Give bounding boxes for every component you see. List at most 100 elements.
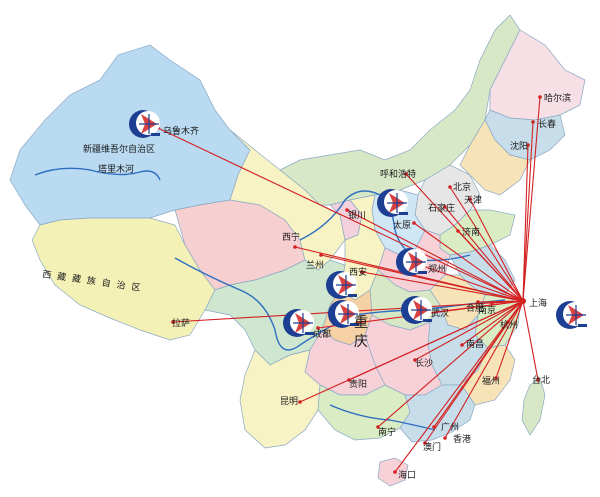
city-dot-shijiazhuang xyxy=(443,205,447,209)
label-jinan: 济南 xyxy=(462,226,480,238)
city-dot-guiyang xyxy=(347,378,351,382)
label-tianjin: 天津 xyxy=(464,195,482,206)
route-hongkong xyxy=(444,300,524,439)
label-harbin: 哈尔滨 xyxy=(544,92,571,104)
route-shenyang xyxy=(522,144,529,302)
city-dot-chengdu xyxy=(316,326,320,330)
label-fuzhou: 福州 xyxy=(482,375,500,387)
label-tarim-river: 塔里木河 xyxy=(98,163,134,175)
route-nanchang xyxy=(461,300,524,346)
city-dot-lhasa xyxy=(171,320,175,324)
label-changsha: 长沙 xyxy=(415,357,433,369)
label-zhengzhou: 郑州 xyxy=(428,263,446,275)
province-areas xyxy=(9,14,586,487)
route-taiyuan xyxy=(413,222,524,302)
city-dot-kunming xyxy=(298,400,302,404)
route-shijiazhuang xyxy=(444,206,524,302)
label-shenyang: 沈阳 xyxy=(510,140,528,152)
route-beijing xyxy=(449,186,524,302)
city-dot-taiyuan xyxy=(412,221,416,225)
label-urumqi: 乌鲁木齐 xyxy=(163,125,199,137)
company-logo-icon xyxy=(395,247,428,277)
city-dot-hohhot xyxy=(404,172,408,176)
city-dot-hongkong xyxy=(443,436,447,440)
route-taipei xyxy=(522,300,539,381)
route-lanzhou xyxy=(320,254,524,302)
label-hangzhou: 杭州 xyxy=(500,319,518,331)
label-nanjing: 南京 xyxy=(478,304,496,316)
label-xian: 西安 xyxy=(349,266,367,278)
label-hefei: 合肥 xyxy=(466,302,484,314)
city-dot-changchun xyxy=(531,120,535,124)
label-shanghai: 上海 xyxy=(529,297,547,309)
city-dot-nanning xyxy=(376,425,380,429)
city-dot-macau xyxy=(423,441,427,445)
label-chongqing-1: 重 xyxy=(354,315,368,331)
label-hohhot: 呼和浩特 xyxy=(380,168,416,180)
label-nanchang: 南昌 xyxy=(466,338,484,350)
route-macau xyxy=(424,300,524,444)
city-dot-xining xyxy=(293,245,297,249)
hub-dot-shanghai xyxy=(520,298,526,304)
province-yunnan xyxy=(239,349,321,449)
city-dot-xian xyxy=(360,270,364,274)
province-taiwan xyxy=(521,377,546,436)
label-haikou: 海口 xyxy=(398,469,416,481)
province-liaoning xyxy=(459,119,531,196)
label-guangzhou: 广州 xyxy=(441,421,459,433)
label-chengdu: 成都 xyxy=(313,328,331,340)
company-logo-icon xyxy=(400,295,433,325)
company-logo-icon xyxy=(555,300,588,330)
route-changchun xyxy=(522,121,534,302)
label-changchun: 长春 xyxy=(538,118,556,130)
route-yinchuan xyxy=(346,209,524,302)
tarim-river xyxy=(34,167,161,181)
city-dot-taipei xyxy=(536,378,540,382)
label-lhasa: 拉萨 xyxy=(172,317,190,329)
label-guiyang: 贵阳 xyxy=(349,378,367,390)
city-dot-jinan xyxy=(456,229,460,233)
route-urumqi xyxy=(157,127,524,302)
city-dot-lanzhou xyxy=(319,253,323,257)
company-logo-icon xyxy=(282,308,315,338)
city-dot-hangzhou xyxy=(506,320,510,324)
route-nanning xyxy=(377,300,524,428)
route-lines xyxy=(157,96,541,473)
city-dot-harbin xyxy=(538,95,542,99)
pearl-river xyxy=(329,404,436,431)
label-xining: 西宁 xyxy=(282,231,300,243)
province-guangdong xyxy=(399,384,476,443)
label-wuhan: 武汉 xyxy=(431,307,449,319)
city-dot-guangzhou xyxy=(432,425,436,429)
route-haikou xyxy=(394,300,524,473)
city-dot-nanjing xyxy=(490,301,494,305)
city-dot-beijing xyxy=(448,185,452,189)
city-dot-yinchuan xyxy=(345,208,349,212)
route-jinan xyxy=(457,230,524,302)
label-shijiazhuang: 石家庄 xyxy=(428,202,455,214)
company-logo-icon xyxy=(128,109,161,139)
city-dot-shenyang xyxy=(526,143,530,147)
province-heilongjiang xyxy=(489,29,586,121)
label-macau: 澳门 xyxy=(423,441,441,453)
city-dot-nanchang xyxy=(460,343,464,347)
city-dot-hefei xyxy=(476,300,480,304)
label-kunming: 昆明 xyxy=(280,396,298,407)
label-lanzhou: 兰州 xyxy=(306,259,324,271)
label-beijing: 北京 xyxy=(453,181,471,193)
city-dots xyxy=(156,95,542,474)
route-changsha xyxy=(414,300,524,361)
city-dot-fuzhou xyxy=(494,376,498,380)
route-zhengzhou xyxy=(422,265,524,302)
city-dot-tianjin xyxy=(468,197,472,201)
company-logo-icon xyxy=(376,188,409,218)
route-harbin xyxy=(522,96,541,302)
label-xinjiang: 新疆维吾尔自治区 xyxy=(83,143,155,155)
route-kunming xyxy=(299,300,524,403)
route-xian xyxy=(361,271,524,302)
city-dot-haikou xyxy=(393,470,397,474)
label-taiyuan: 太原 xyxy=(393,219,411,231)
route-fuzhou xyxy=(495,300,524,379)
